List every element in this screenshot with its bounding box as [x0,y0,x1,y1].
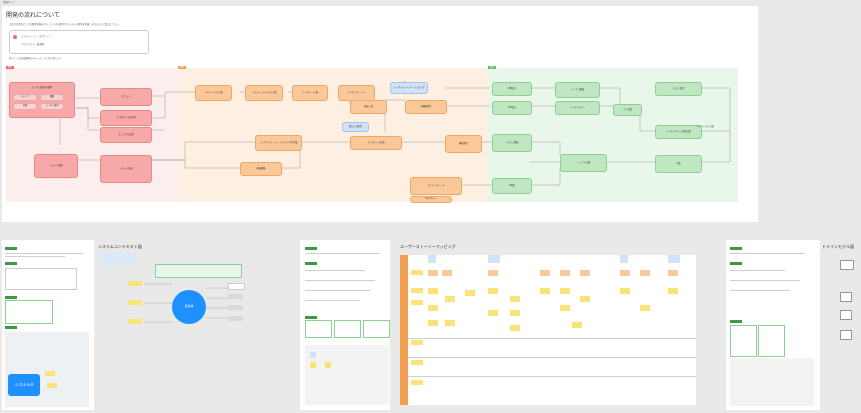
node-user-requirement[interactable]: ユーザー要求 [40,103,64,110]
node-vision[interactable]: ビジョン [100,88,152,106]
node-infra[interactable]: インフラ構成 [555,82,600,98]
legend-box [9,30,149,54]
node-product-direction[interactable]: プロダクトの方向性 [100,110,152,126]
story-doc-title: ユーザーストーリーマッピング [400,244,456,249]
node-domain-knowledge[interactable]: ドメイン知識 [34,154,78,178]
node-nonfunctional[interactable]: 非機能要件 [405,100,447,114]
node-domain-model-final[interactable]: ドメインモデル図 [696,124,714,128]
phase-1-label: 要求 [6,66,15,69]
phase-2-label: 要件 [178,66,187,69]
node-screen-list[interactable]: 画面一覧 [350,100,387,114]
node-persona[interactable]: ペルソナ [13,94,37,101]
system-a-node[interactable]: システムA [8,374,40,396]
node-domain-model[interactable]: ドメイン モデル図 [195,85,232,101]
node-goal[interactable]: 目標 [13,103,37,110]
story-map-grid [400,255,696,405]
board-tag: 開発ボード [3,1,16,4]
node-class-diagram[interactable]: クラス図 [613,104,642,116]
node-acceptance[interactable]: 受け入れ条件 [342,122,369,132]
node-scope[interactable]: スコープの定義 [100,127,152,143]
node-er-diagram[interactable]: ER図 [492,178,532,194]
context-doc-header [5,247,17,250]
node-system-context[interactable]: システム コンテキスト図 [245,85,283,101]
node-architecture[interactable]: アーキテクチャ [555,101,600,115]
node-release-plan[interactable]: リリース計画 [100,155,152,183]
node-story-mapping[interactable]: ユーザーストーリー マッピング [390,82,428,94]
legend-icon [13,35,17,39]
node-api-design[interactable]: API設計 [492,101,532,115]
node-db-design[interactable]: DB設計 [492,82,532,96]
node-problem[interactable]: 課題 [40,94,64,101]
node-ui-design[interactable]: UIデザイン [410,196,452,203]
node-screen-transition[interactable]: 画面遷移 [240,162,282,176]
node-functional[interactable]: 機能要件 [445,135,482,153]
legend-label-2: アウトプット / 成果物 [21,43,44,46]
context-center-node[interactable]: 自治体 [172,290,206,324]
dev-flow-note: 各フェーズの成果物はドキュメントにまとめていく [9,57,62,60]
node-use-case-desc[interactable]: ユースケース記述 [350,136,402,150]
domain-doc-title: ドメインモデル図 [822,244,854,249]
node-story-map-create[interactable]: ユーザーストーリー マッピングの作成 [255,135,302,151]
node-test-design[interactable]: テスト設計 [655,82,702,96]
phase-3-label: 設計 [488,66,497,69]
node-sequence[interactable]: シーケンス図 [560,154,607,172]
node-implementation[interactable]: 実装 [655,155,702,173]
node-use-case-diagram[interactable]: ユースケース 図 [292,85,328,101]
dev-flow-intro: 大まかな流れとしては要求定義を行い、ビジネス要件からシステム要件を定義しそれに沿… [9,23,122,26]
node-wireframe[interactable]: ワイヤーフレーム [410,177,462,195]
node-system-structure[interactable]: システム構成 [492,134,532,152]
context-doc-box-1 [5,268,77,290]
context-doc-box-2 [5,300,53,324]
context-doc-title: システムコンテキスト図 [98,244,142,249]
legend-label-1: イテレーション / スプリント [21,34,51,38]
dev-flow-title: 開発の流れについて [6,12,60,19]
node-adr[interactable]: アーキテクチャ 決定記録 [655,125,702,139]
